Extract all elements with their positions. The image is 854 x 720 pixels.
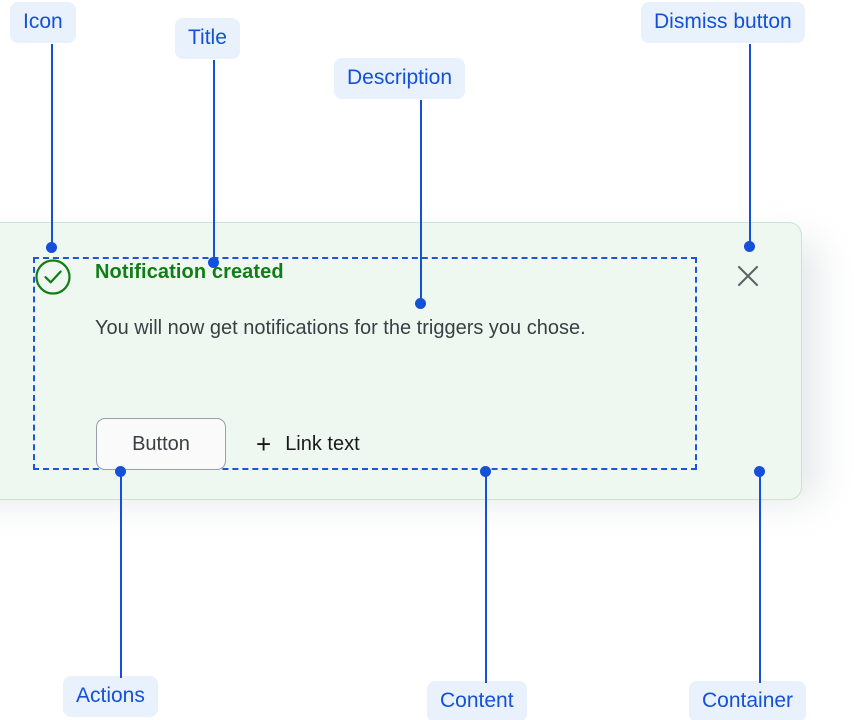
- annotation-leader-content: [485, 472, 487, 683]
- annotation-dot-description: [415, 298, 426, 309]
- annotation-label-actions: Actions: [63, 676, 158, 717]
- annotation-leader-title: [213, 60, 215, 262]
- action-link[interactable]: + Link text: [256, 431, 360, 457]
- annotation-dot-content: [480, 466, 491, 477]
- notification-description: You will now get notifications for the t…: [95, 317, 586, 339]
- annotation-label-title: Title: [175, 18, 240, 59]
- annotation-dot-icon: [46, 242, 57, 253]
- notification-actions: Button + Link text: [96, 418, 360, 470]
- annotation-leader-description: [420, 100, 422, 303]
- plus-icon: +: [256, 429, 272, 459]
- circle-check-icon: [34, 258, 72, 296]
- action-button[interactable]: Button: [96, 418, 226, 470]
- notification-title: Notification created: [95, 261, 284, 283]
- annotation-leader-container: [759, 472, 761, 683]
- annotation-label-dismiss-button: Dismiss button: [641, 2, 805, 43]
- annotation-dot-actions: [115, 466, 126, 477]
- annotation-leader-dismiss-button: [749, 44, 751, 246]
- annotation-leader-actions: [120, 472, 122, 678]
- annotation-label-icon: Icon: [10, 2, 76, 43]
- action-link-label: Link text: [285, 432, 360, 455]
- annotation-label-description: Description: [334, 58, 466, 99]
- annotation-label-content: Content: [427, 681, 527, 720]
- annotation-dot-title: [208, 257, 219, 268]
- dismiss-button[interactable]: [735, 263, 761, 289]
- annotation-dot-container: [754, 466, 765, 477]
- annotation-label-container: Container: [689, 681, 807, 720]
- annotation-leader-icon: [51, 44, 53, 248]
- annotation-dot-dismiss-button: [744, 241, 755, 252]
